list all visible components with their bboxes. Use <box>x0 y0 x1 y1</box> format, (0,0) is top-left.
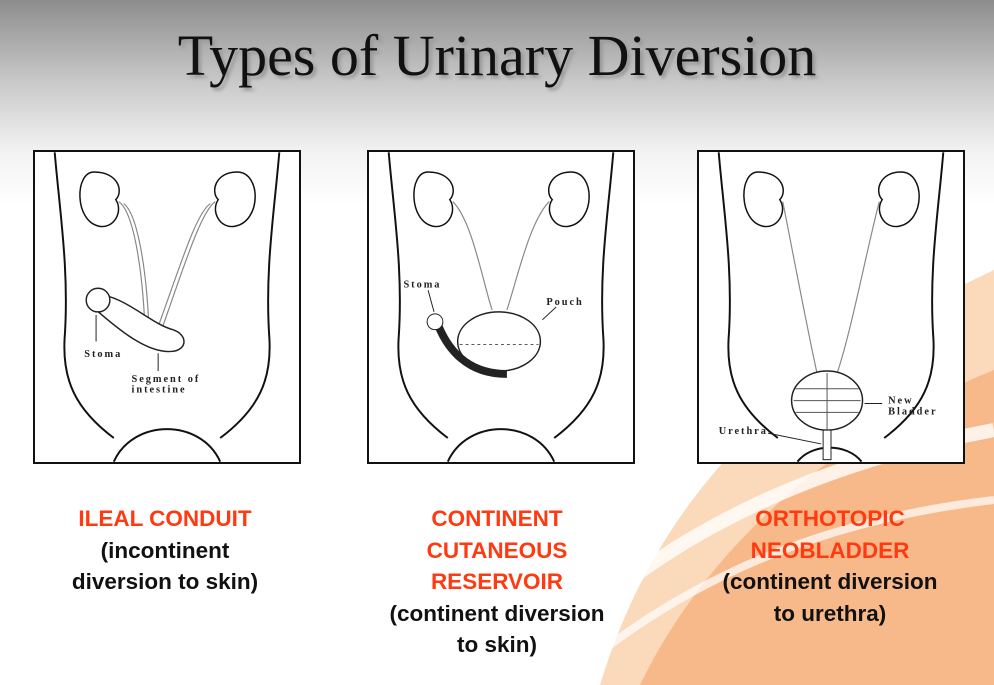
caption-orthotopic-neobladder: ORTHOTOPIC NEOBLADDER (continent diversi… <box>670 503 990 629</box>
label-pouch: Pouch <box>546 297 583 308</box>
ileal-conduit-illustration: Stoma Segment of intestine <box>33 150 301 464</box>
caption-title: RESERVOIR <box>430 569 564 594</box>
caption-desc: (incontinent <box>100 537 230 563</box>
orthotopic-neobladder-illustration: Urethra New Bladder <box>697 150 965 464</box>
caption-desc: to urethra) <box>773 600 887 626</box>
label-stoma: Stoma <box>403 279 441 290</box>
label-segment: Segment of <box>132 374 201 385</box>
label-new: New <box>888 396 913 407</box>
caption-desc: (continent diversion <box>389 600 605 626</box>
caption-continent-cutaneous-reservoir: CONTINENT CUTANEOUS RESERVOIR (continent… <box>337 503 657 661</box>
caption-desc: diversion to skin) <box>71 569 259 594</box>
caption-title: NEOBLADDER <box>750 537 910 563</box>
label-bladder: Bladder <box>888 406 937 417</box>
caption-ileal-conduit: ILEAL CONDUIT (incontinent diversion to … <box>5 503 325 598</box>
label-stoma: Stoma <box>84 349 122 360</box>
caption-desc: to skin) <box>456 632 537 657</box>
caption-title: ILEAL CONDUIT <box>78 506 252 531</box>
label-urethra: Urethra <box>719 426 768 437</box>
caption-title: CONTINENT <box>431 506 563 531</box>
caption-desc: (continent diversion <box>722 569 938 594</box>
continent-cutaneous-reservoir-illustration: Stoma Pouch <box>367 150 635 464</box>
label-intestine: intestine <box>132 385 187 396</box>
caption-title: CUTANEOUS <box>426 537 568 563</box>
caption-title: ORTHOTOPIC <box>755 506 905 531</box>
slide-title: Types of Urinary Diversion <box>177 23 817 88</box>
